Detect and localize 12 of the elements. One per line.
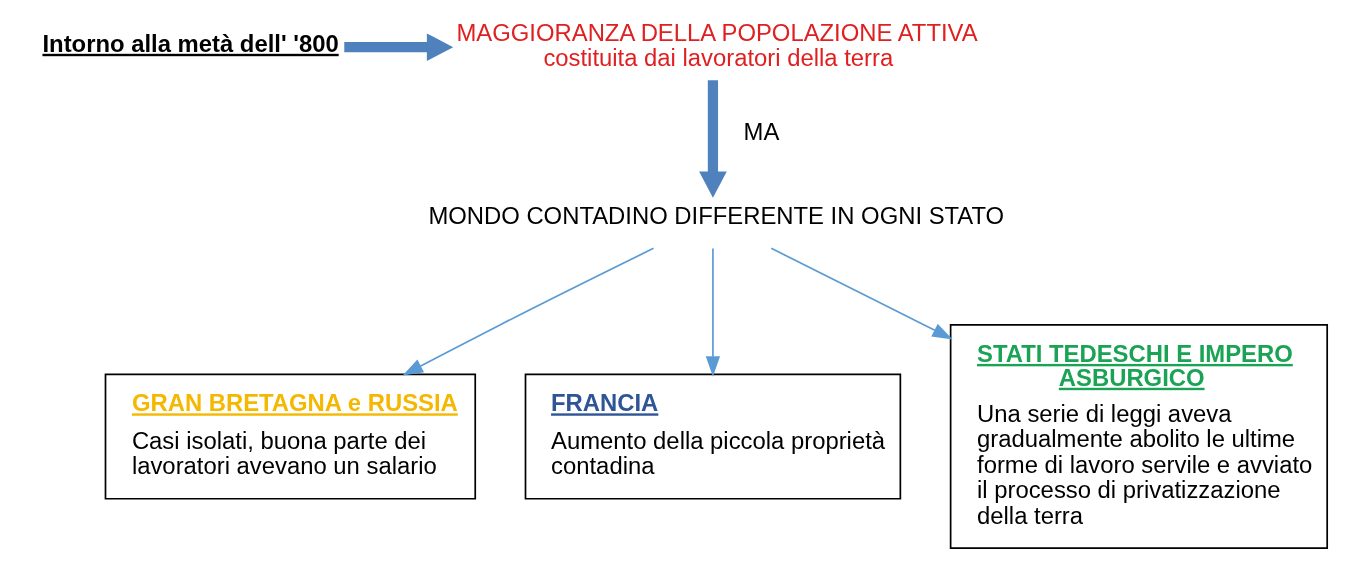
arrow (699, 80, 727, 198)
node-text: MAGGIORANZA DELLA POPOLAZIONE ATTIVA costituita dai lavoratori della terra (456, 18, 978, 72)
node-box: STATI TEDESCHI E IMPERO ASBURGICO Una serie di leggi aveva gradualmente abolito le ultime forme di lavoro servile e avviato il processo di privatizzazione della terra (949, 324, 1329, 549)
node-box: FRANCIA Aumento della piccola proprietà contadina (524, 373, 902, 500)
arrow (402, 247, 655, 376)
node-box: GRAN BRETAGNA e RUSSIA Casi isolati, buona parte dei lavoratori avevano un salario (104, 373, 477, 500)
arrow (344, 33, 454, 62)
arrow (770, 247, 953, 340)
edge-label: MA (743, 118, 780, 146)
node-text: MONDO CONTADINO DIFFERENTE IN OGNI STATO (428, 201, 1005, 229)
node-text: Intorno alla metà dell' '800 (42, 29, 339, 57)
arrow (705, 247, 721, 377)
